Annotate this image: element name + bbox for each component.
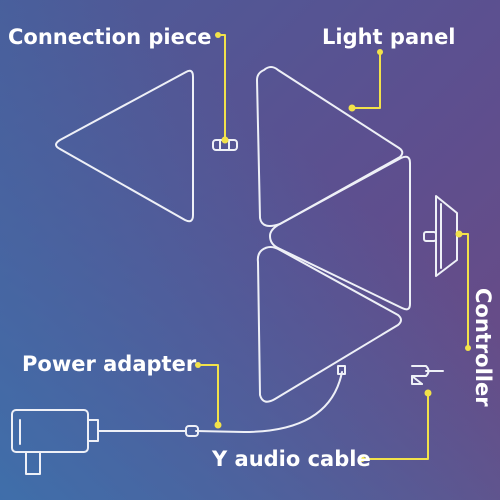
- power-cable: [97, 371, 343, 433]
- light-panel-bottom: [256, 246, 402, 403]
- light-panel-left: [55, 69, 194, 223]
- callout-dot: [215, 32, 221, 38]
- power-adapter-label: Power adapter: [22, 352, 197, 376]
- callout-dot: [465, 345, 471, 351]
- callout-power-adapter: [197, 364, 219, 426]
- connection-piece-label: Connection piece: [8, 25, 212, 49]
- controller-plug: [423, 231, 437, 242]
- callout-dot: [455, 230, 463, 238]
- light-panel-middle: [269, 155, 411, 311]
- controller-label: Controller: [471, 288, 495, 407]
- light-panel-label: Light panel: [322, 25, 456, 49]
- callout-dot: [359, 456, 365, 462]
- power-adapter: [11, 409, 89, 453]
- callout-dot: [348, 104, 356, 112]
- y-audio-connector: [411, 365, 444, 385]
- y-audio-cable-label: Y audio cable: [212, 447, 371, 471]
- callout-dot: [377, 49, 383, 55]
- cable-plug: [185, 425, 199, 437]
- callout-dot: [221, 136, 229, 144]
- callout-light-panel: [351, 51, 381, 109]
- callout-y-audio-cable: [361, 392, 429, 460]
- callout-dot: [424, 389, 432, 397]
- controller: [435, 195, 458, 277]
- callout-dot: [214, 421, 222, 429]
- callout-dot: [195, 362, 201, 368]
